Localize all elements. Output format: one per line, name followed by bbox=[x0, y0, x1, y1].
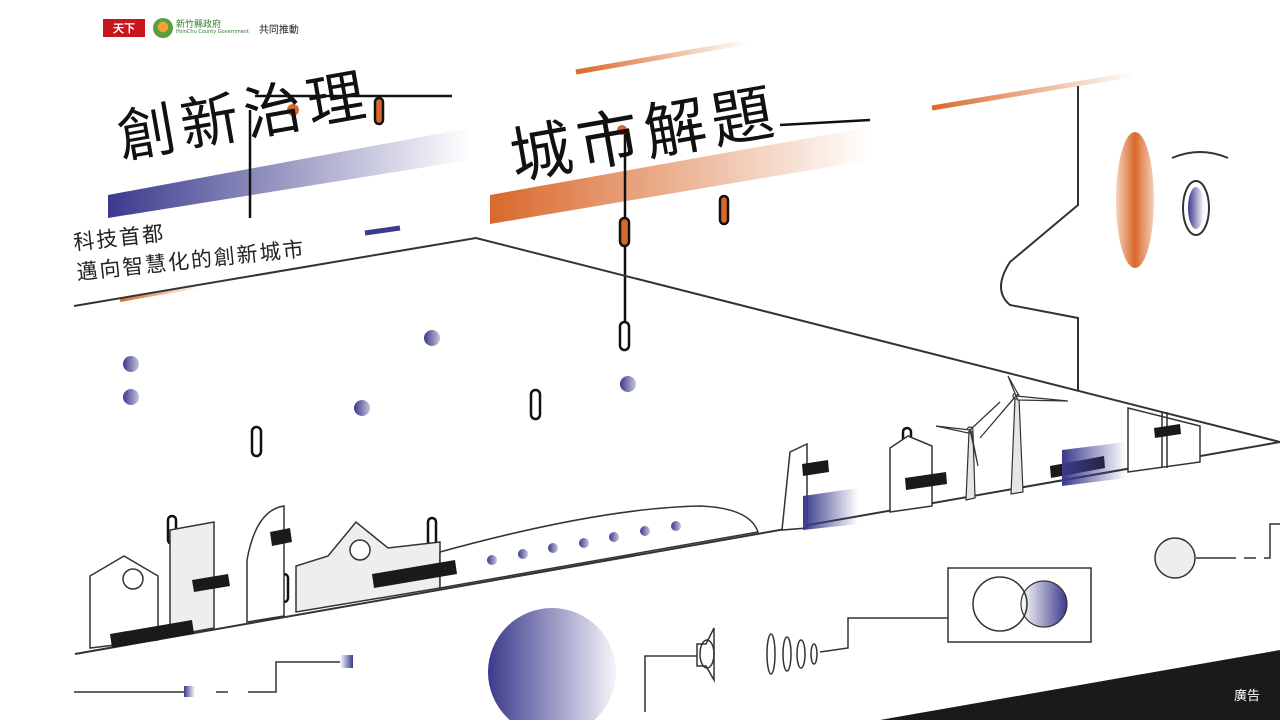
train-windows bbox=[487, 521, 681, 565]
title-decorations bbox=[248, 94, 871, 352]
government-logo: 新竹縣政府 HsinChu County Government bbox=[153, 18, 249, 38]
government-logo-zh: 新竹縣政府 bbox=[176, 20, 222, 30]
node-circle bbox=[1154, 537, 1196, 579]
government-emblem-icon bbox=[153, 18, 173, 38]
ad-label: 廣告 bbox=[1233, 689, 1260, 704]
navy-blocks bbox=[803, 442, 1126, 530]
sound-waves bbox=[766, 633, 818, 675]
venn-diagram bbox=[947, 567, 1092, 643]
government-logo-en: HsinChu County Government bbox=[176, 29, 249, 35]
speaker-icon bbox=[696, 627, 715, 683]
co-promote-text: 共同推動 bbox=[258, 24, 299, 36]
wind-turbines bbox=[935, 375, 1069, 501]
publisher-logo: 天下 bbox=[103, 19, 145, 37]
title-highlight-bands bbox=[108, 39, 1137, 302]
floating-dots bbox=[123, 330, 802, 545]
navy-sphere bbox=[488, 608, 616, 720]
circuit-lines bbox=[74, 523, 1280, 712]
face-illustration bbox=[1000, 86, 1229, 390]
sponsor-logos: 天下 新竹縣政府 HsinChu County Government 共同推動 bbox=[103, 17, 299, 39]
